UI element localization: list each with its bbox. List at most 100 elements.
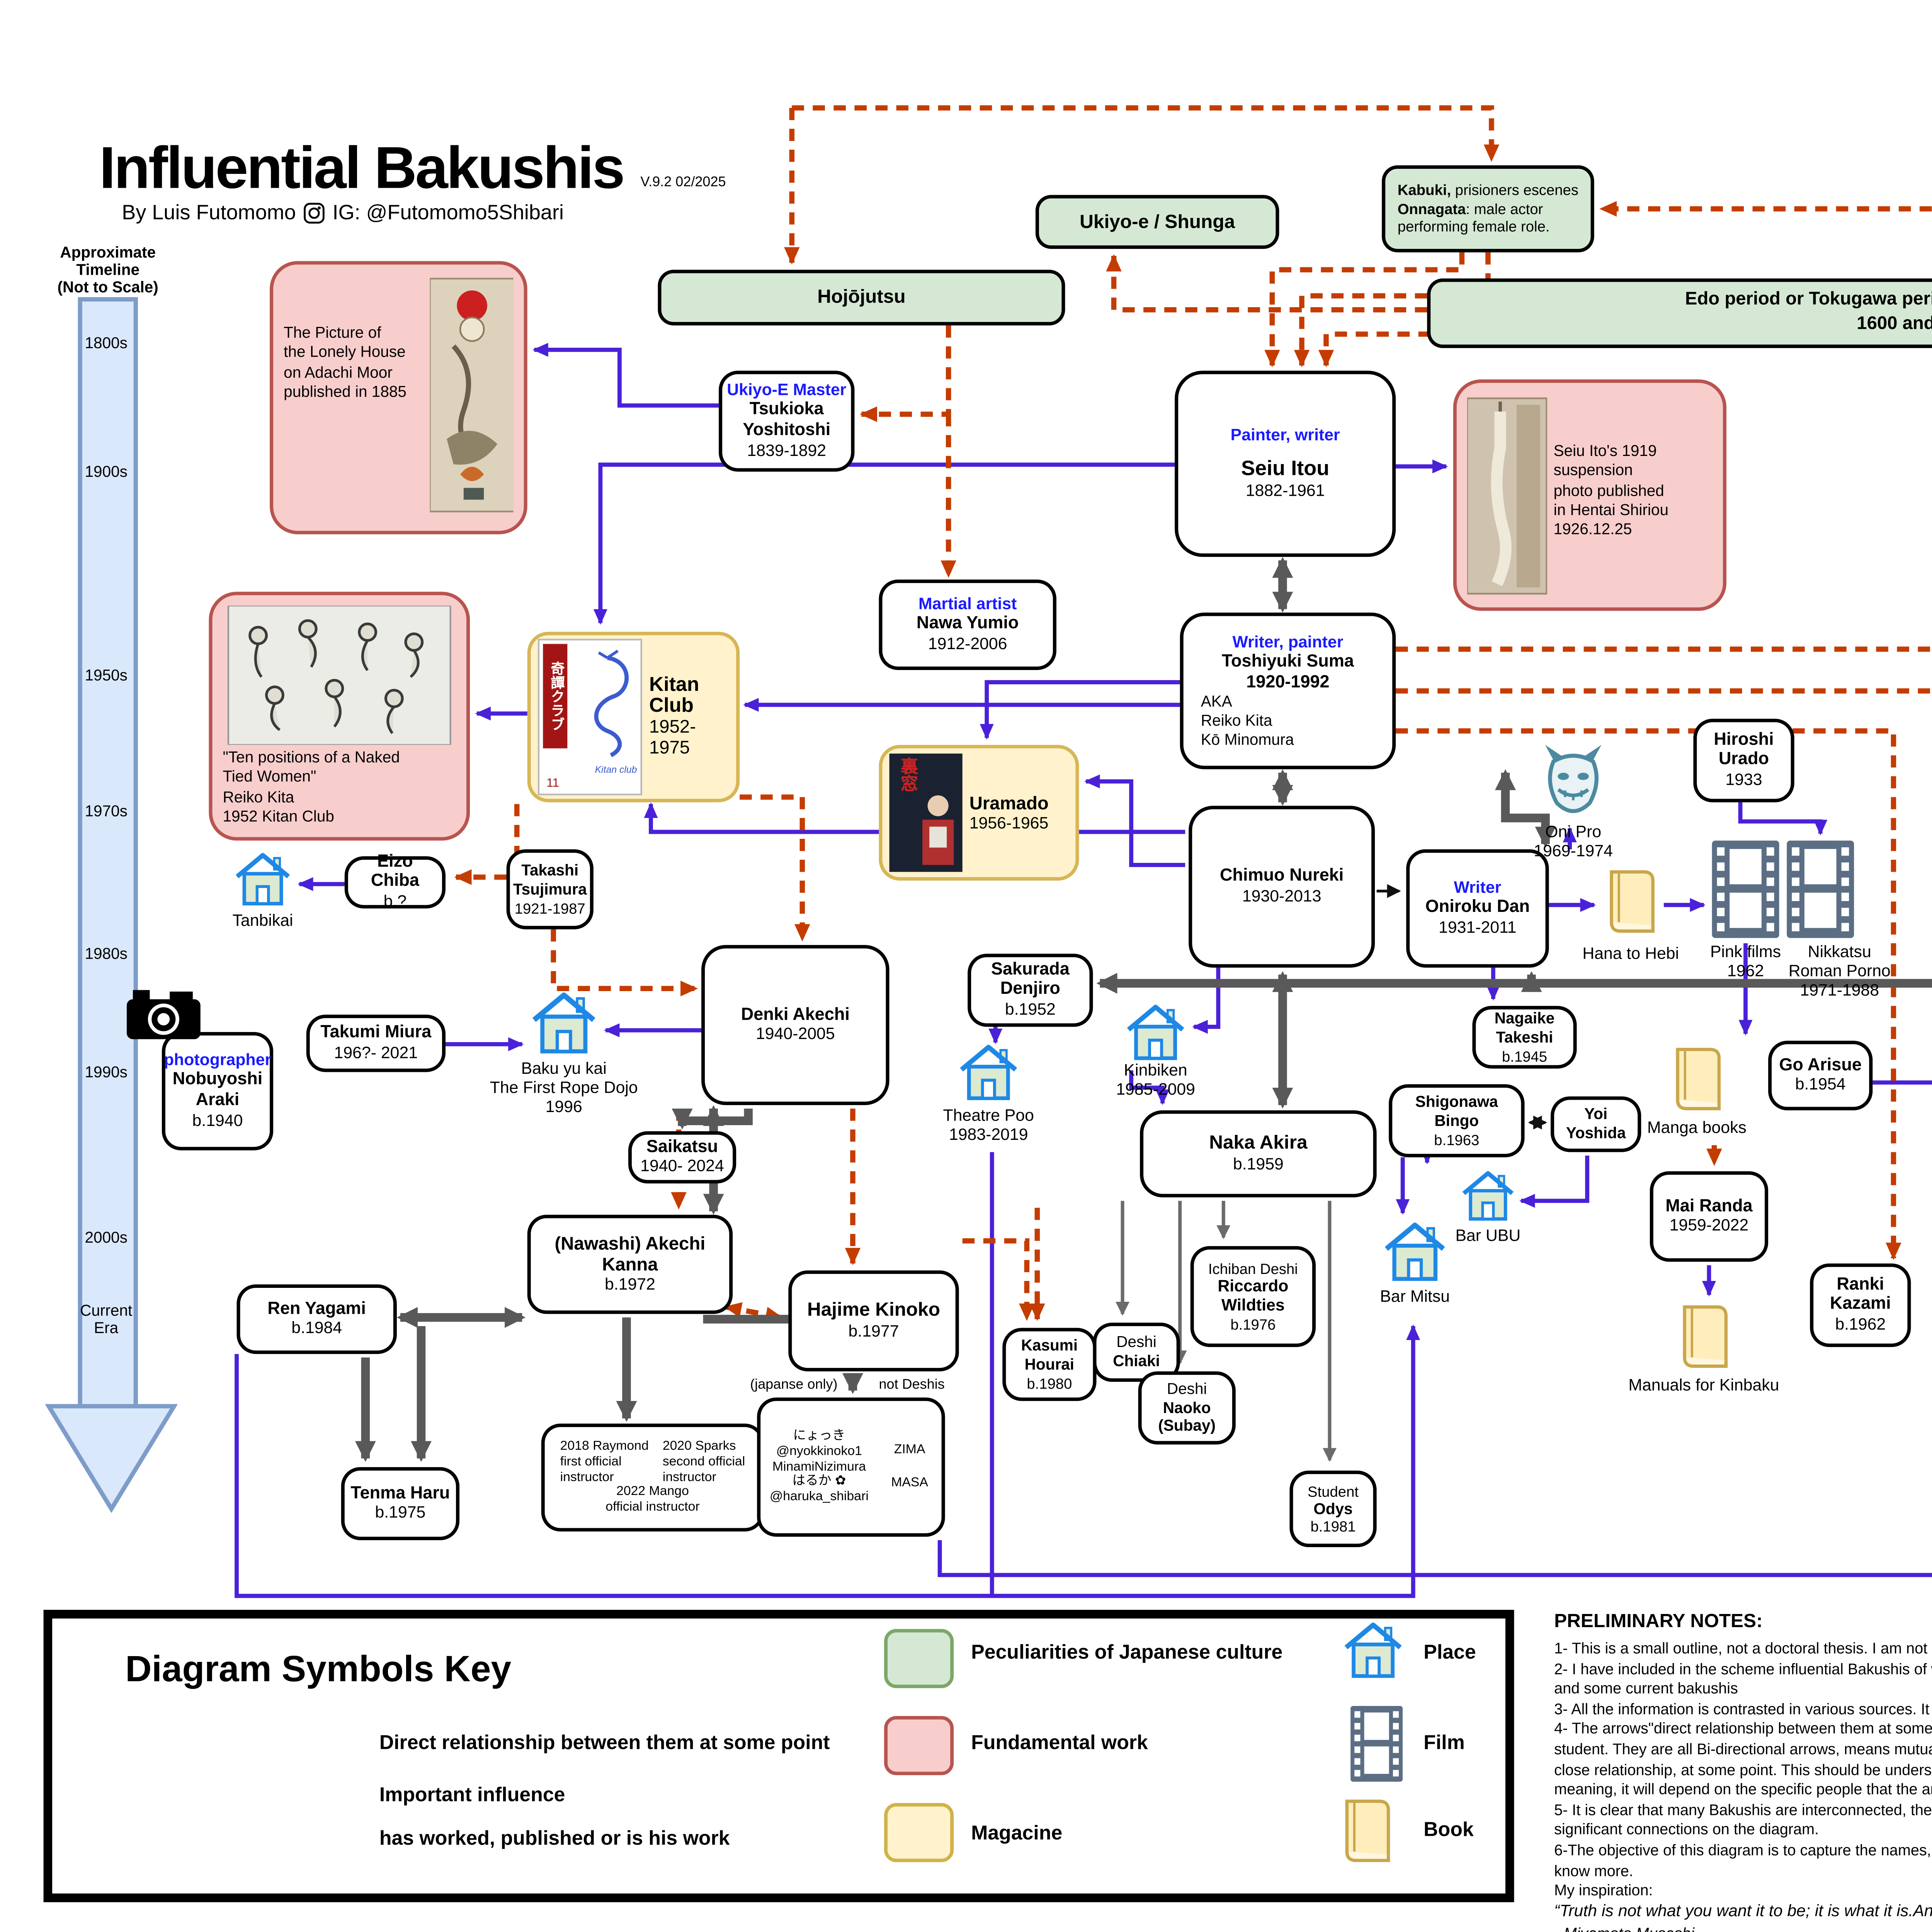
node-dates: 1956-1965 — [969, 813, 1049, 833]
node-name: Nobuyoshi Araki — [172, 1070, 263, 1111]
node-role: Student — [1308, 1482, 1359, 1500]
node-role: photographer — [163, 1051, 272, 1070]
key-work-label: has worked, published or is his work — [379, 1829, 730, 1850]
node-role: Martial artist — [918, 595, 1017, 614]
key-book-icon — [1337, 1796, 1396, 1866]
label-japanese-only: (japanse only) — [750, 1376, 838, 1393]
notes-line: 1- This is a small outline, not a doctor… — [1554, 1639, 1932, 1657]
label-pink-films: Pink films 1962 — [1710, 943, 1781, 981]
student-nyokkinoko-handle: @nyokkinoko1 — [776, 1442, 862, 1458]
node-name: Seiu Itou — [1241, 456, 1330, 481]
byline-ig-handle[interactable]: IG: @Futomomo5Shibari — [332, 200, 564, 225]
timeline-current-era: Current Era — [80, 1301, 133, 1337]
node-dates: b.1975 — [375, 1504, 426, 1524]
node-name: Mai Randa — [1665, 1196, 1753, 1216]
key-pink-label: Fundamental work — [971, 1733, 1148, 1755]
label-tanbikai: Tanbikai — [232, 912, 293, 931]
node-official-instructors: 2018 Raymond first official instructor 2… — [541, 1423, 764, 1532]
node-name: Edo period or Tokugawa period Torture & … — [1685, 289, 1932, 311]
node-edo-period: Edo period or Tokugawa period Torture & … — [1427, 278, 1932, 348]
timeline-1980s: 1980s — [85, 945, 128, 963]
instructor-sparks: 2020 Sparks second official instructor — [662, 1437, 745, 1484]
kabuki-text3: performing female role. — [1397, 218, 1550, 236]
kabuki-bold2: Onnagata — [1397, 199, 1466, 217]
node-dates: b.1940 — [192, 1112, 243, 1131]
node-name: Nawa Yumio — [916, 614, 1019, 634]
node-role: Ukiyo-E Master — [727, 381, 847, 400]
notes-line: 3- All the information is contrasted in … — [1554, 1700, 1932, 1718]
timeline-bar — [45, 297, 178, 1513]
node-dates: 1940- 2024 — [640, 1158, 724, 1177]
kabuki-bold1: Kabuki, — [1397, 181, 1451, 199]
ukiyoe-print-image — [429, 277, 514, 512]
byline-prefix: By Luis Futomomo — [122, 200, 296, 225]
node-dates: 1600 and 1868 — [1857, 313, 1932, 334]
uramado-cover-image: 裏窓 — [889, 753, 963, 872]
pink-films-film-icon — [1711, 840, 1780, 938]
key-film-label: Film — [1423, 1733, 1465, 1755]
kinbiken-place-icon — [1122, 1001, 1189, 1062]
node-name: Uramado — [969, 793, 1049, 814]
key-yellow-label: Magacine — [971, 1824, 1063, 1845]
node-name: Naoko (Subay) — [1158, 1398, 1216, 1435]
preliminary-notes: PRELIMINARY NOTES: 1- This is a small ou… — [1554, 1612, 1932, 1932]
student-nyokki: にょっき — [793, 1427, 845, 1443]
label-bar-ubu: Bar UBU — [1455, 1227, 1521, 1246]
node-caption: Seiu Ito's 1919 suspension photo publish… — [1553, 442, 1669, 538]
notes-title: PRELIMINARY NOTES: — [1554, 1611, 1763, 1633]
node-dates: 1882-1961 — [1245, 481, 1325, 501]
node-role: Deshi — [1116, 1333, 1156, 1351]
node-dates: 1931-2011 — [1439, 918, 1517, 938]
notes-author: - Miyamoto Musashi — [1554, 1924, 1932, 1932]
timeline-2000s: 2000s — [85, 1228, 128, 1246]
key-pink-swatch — [884, 1716, 954, 1776]
node-name: Chiaki — [1113, 1352, 1160, 1370]
tanbikai-place-icon — [231, 849, 294, 907]
page-version: V.9.2 02/2025 — [640, 174, 726, 190]
node-dates: b.1977 — [848, 1322, 899, 1342]
node-name: Ren Yagami — [267, 1299, 366, 1318]
node-name: Eizo Chiba — [371, 852, 419, 892]
key-green-label: Peculiarities of Japanese culture — [971, 1643, 1283, 1664]
uramado-cover-kanji: 裏窓 — [896, 757, 916, 792]
student-masa: MASA — [891, 1474, 929, 1490]
key-book-label: Book — [1423, 1820, 1474, 1842]
node-kabuki: Kabuki, prisioners escenes Onnagata: mal… — [1382, 165, 1594, 253]
label-not-deshis: not Deshis — [879, 1376, 945, 1393]
node-ten-positions: "Ten positions of a Naked Tied Women" Re… — [209, 592, 470, 841]
student-zima: ZIMA — [894, 1441, 925, 1457]
manga-books-book-icon — [1667, 1044, 1726, 1114]
timeline-1900s: 1900s — [85, 463, 128, 481]
node-name: Saikatsu — [646, 1137, 718, 1156]
student-haruka: はるか ✿ — [792, 1473, 846, 1489]
node-name: Ranki Kazami — [1830, 1275, 1891, 1315]
key-title: Diagram Symbols Key — [125, 1650, 512, 1690]
kabuki-text2: : male actor — [1466, 199, 1543, 217]
node-name: Shigonawa Bingo — [1415, 1094, 1498, 1130]
key-yellow-swatch — [884, 1803, 954, 1862]
node-dates: 1920-1992 — [1246, 673, 1330, 692]
label-nikkatsu: Nikkatsu Roman Porno 1971-1988 — [1788, 943, 1891, 1001]
timeline-1800s: 1800s — [85, 334, 128, 352]
student-haruka-handle: @haruka_shibari — [769, 1488, 869, 1504]
node-name: Hojōjutsu — [817, 287, 906, 308]
instructor-mango: 2022 Mango official instructor — [605, 1483, 700, 1515]
node-ukiyoe-shunga: Ukiyo-e / Shunga — [1035, 195, 1279, 249]
label-baku-yu-kai: Baku yu kai The First Rope Dojo 1996 — [490, 1060, 638, 1117]
node-name: Nagaike Takeshi — [1494, 1010, 1555, 1046]
node-dates: 1930-2013 — [1242, 887, 1321, 906]
